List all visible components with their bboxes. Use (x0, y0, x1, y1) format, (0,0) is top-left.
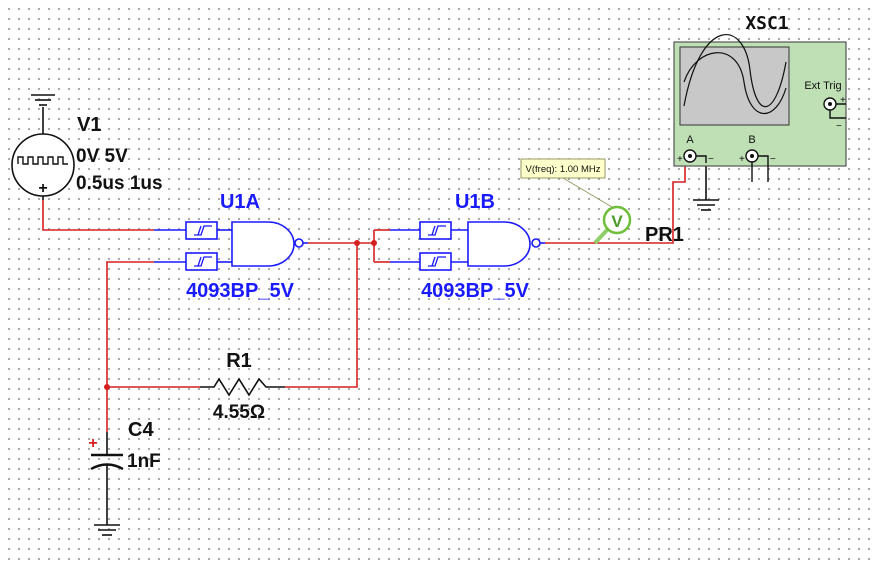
schmitt-buffer-icon (419, 221, 452, 240)
scope-trace (683, 52, 787, 115)
scope-screen (679, 46, 790, 126)
probe-ring (602, 205, 632, 235)
nand-gate-u1a[interactable] (154, 221, 308, 271)
square-wave-icon (17, 156, 68, 165)
c4-value-label: 1nF (127, 451, 161, 472)
ext-trig-plus: + (840, 95, 846, 106)
voltmeter-icon: V (611, 212, 623, 231)
v1-ref-label: V1 (77, 114, 101, 136)
capacitor-plate-curved (90, 463, 124, 471)
junctions (104, 240, 377, 390)
u1b-ref-label: U1B (455, 191, 495, 213)
junction-dot (354, 240, 360, 246)
clock-source-v1[interactable]: + (11, 125, 75, 200)
channel-b-plus: + (739, 154, 745, 165)
scope-trace (683, 34, 787, 108)
schmitt-buffer-icon (419, 252, 452, 271)
oscilloscope-xsc1[interactable]: Ext Trig + − A + − B + − (673, 34, 847, 182)
junction-dot (104, 384, 110, 390)
nand-gate-u1b[interactable] (390, 221, 545, 271)
nand-body (231, 221, 295, 267)
ground-c4[interactable] (94, 500, 120, 536)
probe-tip (593, 228, 609, 245)
source-plus-sign: + (38, 180, 47, 197)
wire-r1-to-output[interactable] (285, 243, 358, 388)
ext-trig-minus: − (836, 121, 842, 132)
schmitt-buffer-icon (185, 221, 218, 240)
wire-v1-to-u1a[interactable] (42, 200, 154, 231)
pr1-ref-label: PR1 (645, 224, 684, 246)
u1b-part-label: 4093BP_5V (421, 280, 530, 302)
r1-ref-label: R1 (226, 350, 252, 372)
scope-ext-trig-label: Ext Trig (804, 80, 841, 92)
v1-voltage-label: 0V 5V (76, 146, 128, 167)
junction-dot (371, 240, 377, 246)
c4-ref-label: C4 (128, 419, 154, 441)
nand-body (467, 221, 531, 267)
source-circle (11, 133, 75, 197)
wires (42, 163, 686, 432)
wire-u1a-in2-to-node[interactable] (106, 261, 154, 387)
u1a-ref-label: U1A (220, 191, 260, 213)
resistor-zigzag-icon (200, 377, 285, 397)
u1a-part-label: 4093BP_5V (186, 280, 295, 302)
channel-a-plus: + (677, 154, 683, 165)
inverter-bubble (294, 238, 304, 248)
capacitor-c4[interactable]: + (88, 432, 124, 500)
scope-ref-label: XSC1 (745, 13, 788, 34)
ground-v1[interactable] (31, 94, 55, 125)
capacitor-plus-sign: + (88, 435, 97, 452)
schmitt-buffer-icon (185, 252, 218, 271)
resistor-r1[interactable] (200, 377, 285, 397)
channel-b-minus: − (770, 154, 776, 165)
scope-channel-a-label: A (686, 134, 694, 146)
r1-value-label: 4.55Ω (213, 402, 265, 423)
voltage-probe-pr1[interactable]: V (593, 205, 632, 245)
wire-u1b-out-to-scope[interactable] (545, 163, 686, 244)
inverter-bubble (531, 238, 541, 248)
probe-tooltip: V(freq): 1.00 MHz (520, 158, 613, 208)
scope-channel-b-label: B (748, 134, 755, 146)
probe-tooltip-text: V(freq): 1.00 MHz (526, 164, 601, 175)
v1-timing-label: 0.5us 1us (76, 173, 163, 194)
channel-a-minus: − (708, 154, 714, 165)
ground-scope[interactable] (693, 163, 719, 211)
